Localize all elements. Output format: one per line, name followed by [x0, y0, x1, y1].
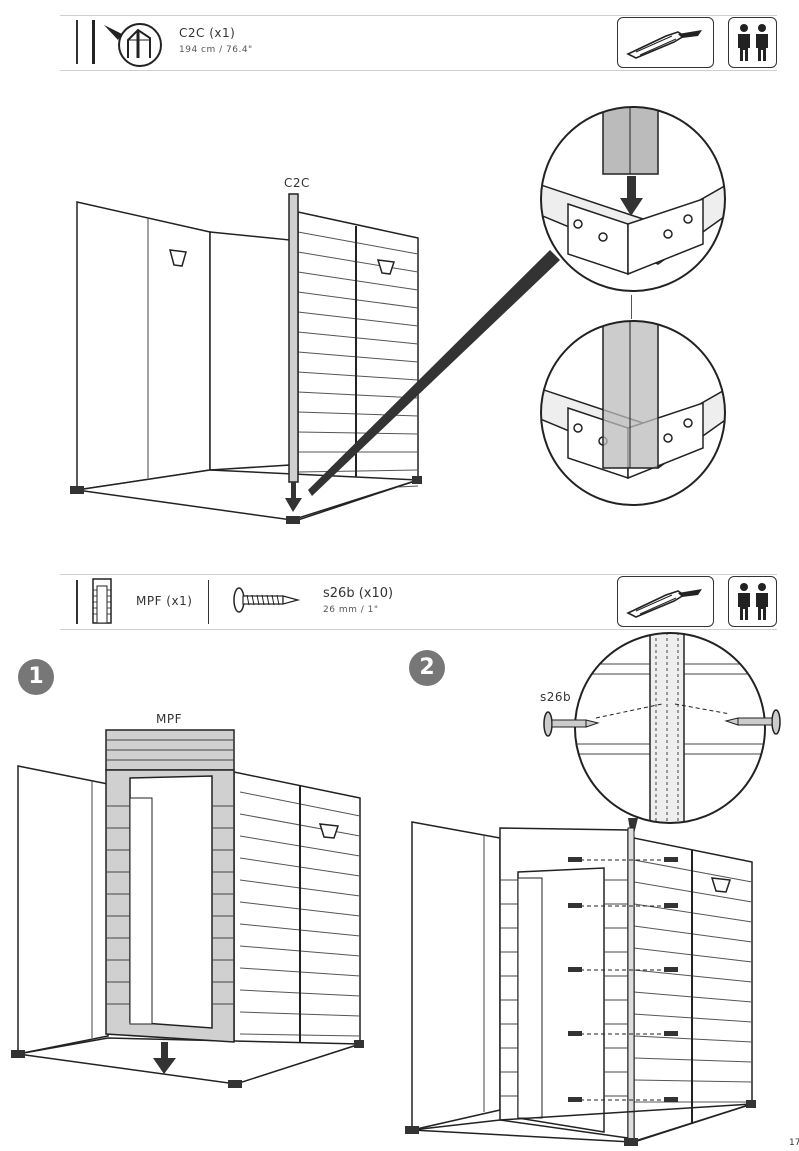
two-people-icon [738, 24, 768, 61]
page-number: 17 [789, 1138, 799, 1148]
screwdriver-icon [626, 589, 702, 618]
post-label-c2c: C2C [284, 176, 310, 190]
zoom-connector [631, 295, 632, 319]
part-size-c2c: 194 cm / 76.4" [179, 45, 253, 55]
part-code-c2c: C2C (x1) [179, 26, 236, 40]
step-2-badge: 2 [409, 650, 445, 686]
step2-zoom-detail [543, 632, 781, 842]
panel-part-icon [92, 578, 112, 624]
people-box-top [728, 17, 777, 68]
step1-diagram [11, 729, 364, 1088]
screwdriver-icon [626, 30, 702, 59]
part-code-mpf: MPF (x1) [136, 594, 193, 608]
screw-icon [233, 587, 301, 613]
screw-label-s26b: s26b [540, 690, 572, 704]
header2-bar-thin [76, 580, 78, 624]
step2-diagram [405, 821, 756, 1146]
zoom-detail-before [540, 106, 726, 292]
parts-header-bottom [60, 574, 777, 630]
tool-box-bottom [617, 576, 714, 627]
header2-divider [208, 580, 209, 624]
people-box-bottom [728, 576, 777, 627]
shed-corner-icon [104, 23, 162, 67]
panel-label-mpf: MPF [156, 712, 182, 726]
screw-size: 26 mm / 1" [323, 605, 379, 615]
tool-box-top [617, 17, 714, 68]
header-bar-thin [76, 20, 78, 64]
parts-header-top [60, 15, 777, 71]
header-bar-thick [92, 20, 95, 64]
shed-frame-diagram [70, 193, 560, 524]
zoom-detail-after [540, 320, 726, 506]
screw-code-s26b: s26b (x10) [323, 586, 394, 601]
step-1-badge: 1 [18, 659, 54, 695]
two-people-icon [738, 583, 768, 620]
